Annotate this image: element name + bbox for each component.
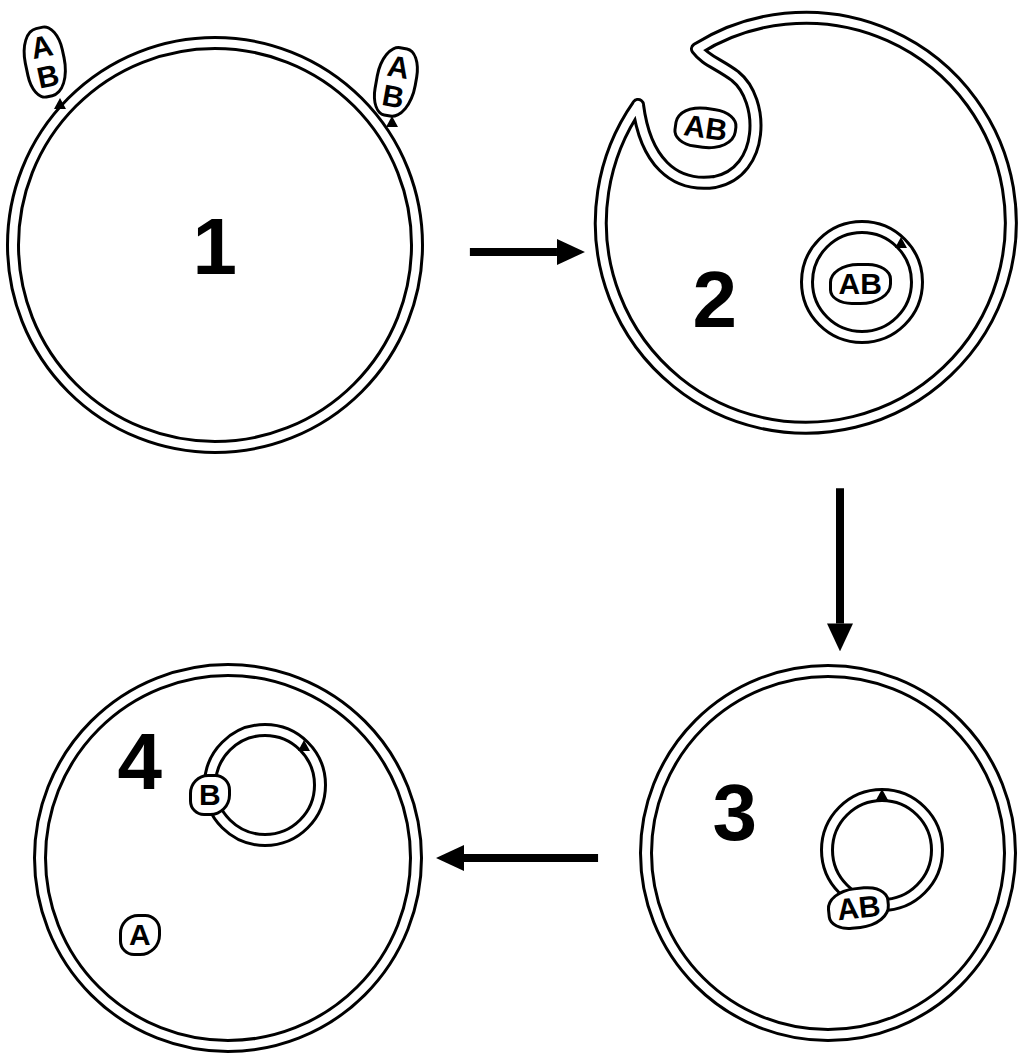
step-arrow [836,488,844,623]
toxin-molecule: B [189,774,231,816]
membrane-line [807,227,917,337]
receptor-symbol [298,740,310,751]
membrane-line [646,671,1010,1035]
receptor-symbol [876,789,888,800]
membrane-line [13,43,417,447]
cell-circle: 4B A [32,662,424,1054]
toxin-molecule: AB [17,22,73,101]
cell-circle: 1 [5,35,425,455]
toxin-molecule: A [119,914,161,956]
membrane-line [40,670,416,1046]
membrane-line [601,18,1011,428]
toxin-molecule: AB [369,43,423,121]
subunit-letter: B [703,113,729,146]
step-arrow [470,248,557,256]
membrane-line [40,670,416,1046]
subunit-letter: B [380,80,407,113]
cell-membrane [593,10,1019,436]
toxin-molecule: AB [824,884,891,932]
toxin-molecule: AB [671,103,740,153]
subunit-letter: A [28,30,55,64]
cell-membrane [32,662,424,1054]
cell-membrane [638,663,1018,1043]
step-number: 2 [693,260,738,340]
subunit-letter: B [860,269,882,299]
toxin-molecule: AB [829,263,892,305]
receptor-symbol [895,237,907,248]
subunit-letter: A [129,920,151,950]
subunit-letter: A [835,893,860,925]
cell-circle: 3AB [638,663,1018,1043]
membrane-line [646,671,1010,1035]
membrane-line [601,18,1011,428]
cell-circle: 2ABAB [593,10,1019,436]
step-number: 3 [713,773,758,853]
subunit-letter: A [385,51,412,84]
subunit-letter: B [199,780,221,810]
subunit-letter: B [34,60,61,94]
step-number: 1 [193,207,238,287]
receptor-symbol [54,98,66,109]
step-number: 4 [118,722,163,802]
subunit-letter: A [839,269,861,299]
subunit-letter: B [857,891,882,923]
step-arrow [464,854,598,862]
membrane-line [13,43,417,447]
membrane-line [807,227,917,337]
